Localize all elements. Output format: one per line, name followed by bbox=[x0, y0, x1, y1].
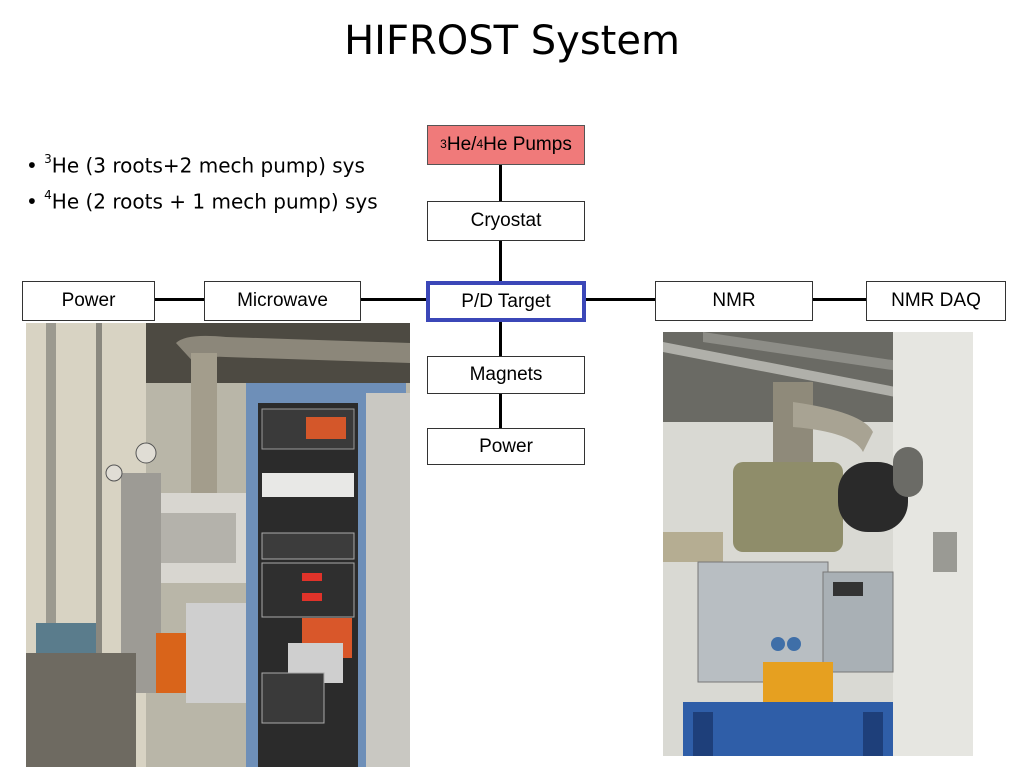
slide-title: HIFROST System bbox=[344, 18, 680, 64]
bullet-list: • 3He (3 roots+2 mech pump) sys • 4He (2… bbox=[26, 146, 378, 217]
microwave-box: Microwave bbox=[204, 281, 361, 321]
bullet-item: • 4He (2 roots + 1 mech pump) sys bbox=[26, 187, 378, 214]
pd-target-box: P/D Target bbox=[426, 281, 586, 322]
magnets-box: Magnets bbox=[427, 356, 585, 394]
bullet-item: • 3He (3 roots+2 mech pump) sys bbox=[26, 152, 365, 178]
nmr-box: NMR bbox=[655, 281, 813, 321]
pump-skid-photo bbox=[663, 332, 973, 756]
power-box-bottom: Power bbox=[427, 428, 585, 465]
power-box-left: Power bbox=[22, 281, 155, 321]
pump-rack-photo bbox=[26, 323, 410, 767]
nmr-daq-box: NMR DAQ bbox=[866, 281, 1006, 321]
cryostat-box: Cryostat bbox=[427, 201, 585, 241]
